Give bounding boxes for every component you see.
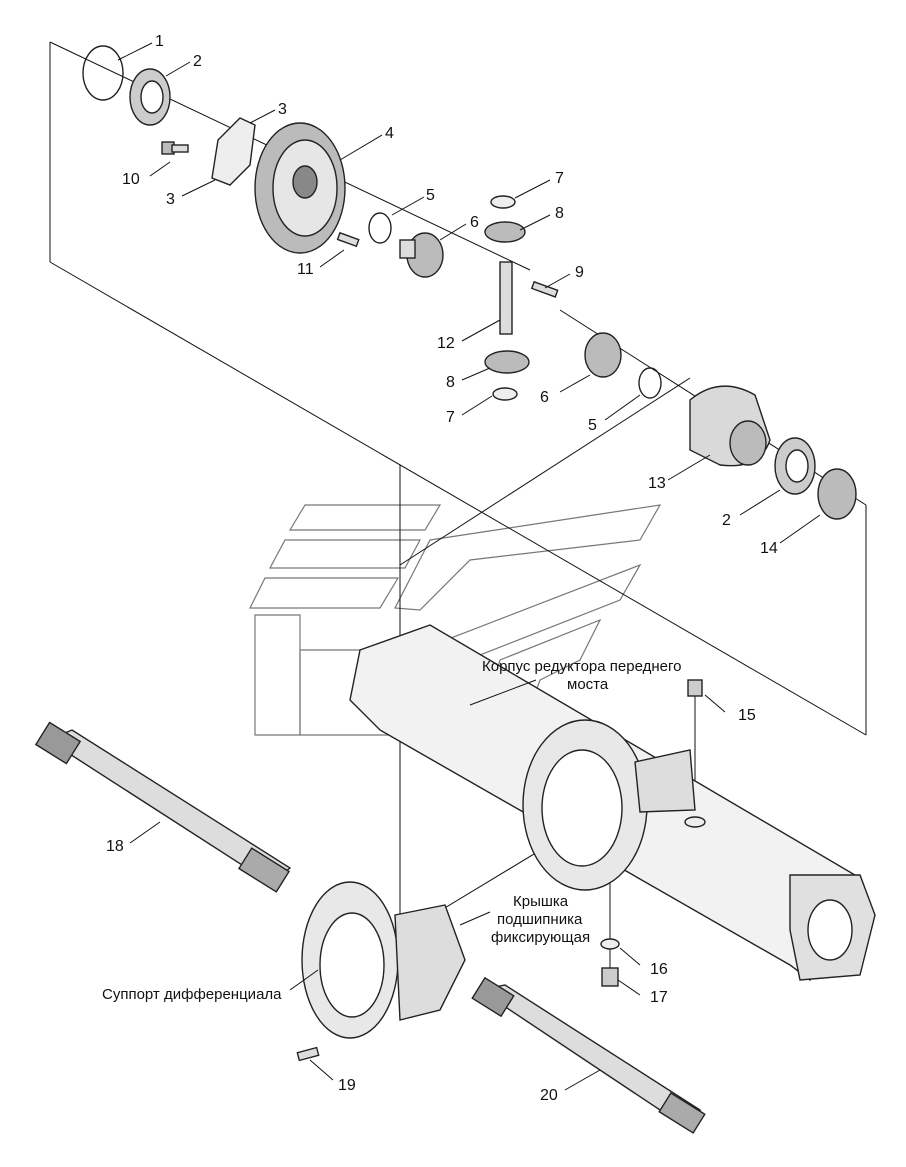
- part-number: 14: [760, 540, 778, 557]
- part-number: 9: [575, 264, 584, 281]
- part-number: 2: [722, 512, 731, 529]
- housing-label-line2: моста: [567, 676, 609, 693]
- support-label: Суппорт дифференциала: [102, 986, 282, 1003]
- leader-lines: [117, 42, 821, 1091]
- part-number: 11: [297, 261, 314, 278]
- dowel-pin-19: [296, 1046, 320, 1062]
- part-numbers: 1 2 3 10 3 4 5 11 6 7 8 9 12 8 7 6 5 13 …: [106, 33, 778, 1104]
- part-number: 7: [446, 409, 455, 426]
- part-number: 5: [426, 187, 435, 204]
- adjusting-nut-14: [817, 468, 857, 520]
- part-number: 3: [278, 101, 287, 118]
- pin-9: [530, 280, 559, 298]
- drain-plug-17: [601, 967, 619, 987]
- side-gear-6-top: [399, 232, 444, 278]
- bolt-10: [161, 141, 189, 155]
- part-number: 8: [555, 205, 564, 222]
- washer-7-bottom: [492, 387, 518, 401]
- differential-case-13: [689, 385, 771, 467]
- part-number: 5: [588, 417, 597, 434]
- part-number: 3: [166, 191, 175, 208]
- ring-gear-4: [254, 122, 346, 254]
- lock-plate-3: [211, 117, 256, 186]
- pinion-gear-8-bottom: [484, 350, 530, 374]
- pin-11: [336, 231, 360, 248]
- front-axle-housing: [349, 624, 876, 982]
- part-number: 18: [106, 838, 124, 855]
- part-number: 12: [437, 335, 455, 352]
- washer-16: [600, 938, 620, 950]
- part-number: 1: [155, 33, 164, 50]
- part-number: 16: [650, 961, 668, 978]
- part-number: 10: [122, 171, 140, 188]
- cover-label-line2: подшипника: [497, 911, 583, 928]
- thrust-washer-5-top: [368, 212, 392, 244]
- part-number: 19: [338, 1077, 356, 1094]
- cover-label-line1: Крышка: [513, 893, 569, 910]
- pinion-gear-8-top: [484, 221, 526, 243]
- breather-plug-15: [684, 679, 706, 828]
- axle-shaft-18: [34, 721, 292, 893]
- bearing-2-bottom: [774, 437, 816, 495]
- part-number: 13: [648, 475, 666, 492]
- part-number: 7: [555, 170, 564, 187]
- part-number: 20: [540, 1087, 558, 1104]
- part-number: 6: [540, 389, 549, 406]
- housing-label-line1: Корпус редуктора переднего: [482, 658, 681, 675]
- part-number: 2: [193, 53, 202, 70]
- o-ring-1: [82, 45, 124, 101]
- part-number: 6: [470, 214, 479, 231]
- part-number: 17: [650, 989, 668, 1006]
- axle-shaft-20: [471, 976, 706, 1134]
- side-gear-6-bottom: [584, 332, 622, 378]
- cover-label-line3: фиксирующая: [491, 929, 590, 946]
- thrust-washer-5-bottom: [638, 367, 662, 399]
- differential-support: [301, 881, 466, 1039]
- washer-7-top: [490, 195, 516, 209]
- cross-shaft-12: [499, 261, 513, 335]
- bearing-2-top: [129, 68, 171, 126]
- part-number: 4: [385, 125, 394, 142]
- part-number: 15: [738, 707, 756, 724]
- part-number: 8: [446, 374, 455, 391]
